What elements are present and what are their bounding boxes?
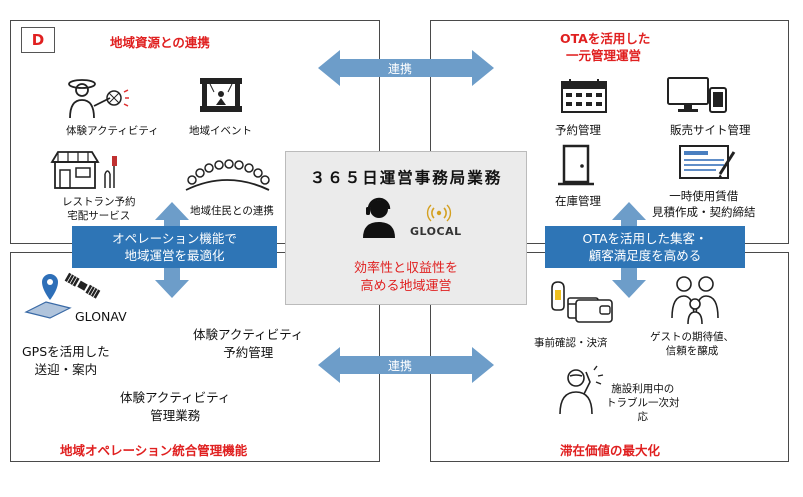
center-red-text: 効率性と収益性を 高める地域運営 xyxy=(286,260,526,296)
q4-trouble-line2: トラブル一次対 xyxy=(606,397,680,410)
q3-management-line1: 体験アクティビティ xyxy=(120,390,231,405)
center-hub: ３６５日運営事務局業務 GLOCAL 効率性と収益性を 高める地域運営 xyxy=(285,151,527,305)
q2-title-line1: OTAを活用した xyxy=(560,31,651,46)
q1-item-restaurant-line1: レストラン予約 xyxy=(62,196,136,208)
q1-bluebox: オペレーション機能で 地域運営を最適化 xyxy=(72,226,277,268)
q4-title: 滞在価値の最大化 xyxy=(560,443,661,458)
center-red-line1: 効率性と収益性を xyxy=(353,261,458,276)
q2-bluebox: OTAを活用した集客・ 顧客満足度を高める xyxy=(545,226,745,268)
q1-title: 地域資源との連携 xyxy=(110,35,210,50)
q4-trouble-line3: 応 xyxy=(637,411,649,424)
center-red-line2: 高める地域運営 xyxy=(360,279,452,295)
q2-title-line2: 一元管理運営 xyxy=(566,48,642,63)
q4-prepay: 事前確認・決済 xyxy=(534,337,608,349)
center-title: ３６５日運営事務局業務 xyxy=(309,169,503,187)
glocal-logo: GLOCAL xyxy=(410,225,462,238)
q3-reservation: 体験アクティビティ 予約管理 xyxy=(193,326,303,361)
troubled-person-icon xyxy=(559,365,604,415)
q1-item-event: 地域イベント xyxy=(189,125,252,137)
q3-gps-line1: GPSを活用した xyxy=(22,344,110,359)
q2-bluebox-line1: OTAを活用した集客・ xyxy=(582,230,708,246)
link-arrow-top xyxy=(318,50,494,86)
q3-management-line2: 管理業務 xyxy=(150,407,201,423)
crowd-icon xyxy=(185,159,270,191)
section-badge: D xyxy=(21,27,55,53)
q2-item-contract: 一時使用賃借 見積作成・契約締結 xyxy=(652,188,756,220)
q1-item-restaurant-line2: 宅配サービス xyxy=(67,210,131,223)
q3-gps: GPSを活用した 送迎・案内 xyxy=(22,343,110,378)
family-icon xyxy=(671,276,719,325)
q1-bluebox-line2: 地域運営を最適化 xyxy=(124,248,225,263)
q2-item-sales-site: 販売サイト管理 xyxy=(670,123,751,137)
q1-item-restaurant: レストラン予約 宅配サービス xyxy=(62,195,136,223)
q3-management: 体験アクティビティ 管理業務 xyxy=(120,389,230,424)
link-arrow-bottom xyxy=(318,347,494,383)
glocal-signal-icon xyxy=(426,204,452,222)
document-icon xyxy=(679,145,736,179)
door-icon xyxy=(558,144,594,186)
q1-item-residents: 地域住民との連携 xyxy=(190,205,274,217)
farmer-icon xyxy=(68,79,129,119)
q4-guest-line2: 信頼を醸成 xyxy=(665,345,719,358)
link-arrow-top-label: 連携 xyxy=(388,62,413,76)
q1-bluebox-line1: オペレーション機能で xyxy=(112,230,237,246)
stage-icon xyxy=(200,78,242,112)
calendar-icon xyxy=(561,79,607,113)
headset-operator-icon xyxy=(363,197,395,238)
restaurant-icon xyxy=(50,151,117,189)
q4-guest-line1: ゲストの期待値、 xyxy=(650,331,734,343)
gps-satellite-icon xyxy=(24,272,101,319)
q4-trouble-line1: 施設利用中の xyxy=(611,383,675,395)
q4-guest: ゲストの期待値、 信頼を醸成 xyxy=(650,330,734,358)
q2-item-contract-line2: 見積作成・契約締結 xyxy=(652,205,756,220)
q3-reservation-line1: 体験アクティビティ xyxy=(193,327,304,342)
q2-item-reservation: 予約管理 xyxy=(555,123,601,137)
q3-title: 地域オペレーション統合管理機能 xyxy=(60,443,248,458)
link-arrow-bottom-label: 連携 xyxy=(388,359,413,373)
q3-reservation-line2: 予約管理 xyxy=(223,344,274,360)
q2-bluebox-line2: 顧客満足度を高める xyxy=(588,248,702,263)
glonav-label: GLONAV xyxy=(75,309,127,324)
q4-trouble: 施設利用中の トラブル一次対 応 xyxy=(606,382,680,425)
q3-gps-line2: 送迎・案内 xyxy=(34,361,98,377)
payment-icon xyxy=(551,281,613,323)
q1-item-activity: 体験アクティビティ xyxy=(66,125,159,137)
devices-icon xyxy=(667,77,727,113)
q2-item-inventory: 在庫管理 xyxy=(555,194,601,208)
q2-item-contract-line1: 一時使用賃借 xyxy=(669,189,739,203)
